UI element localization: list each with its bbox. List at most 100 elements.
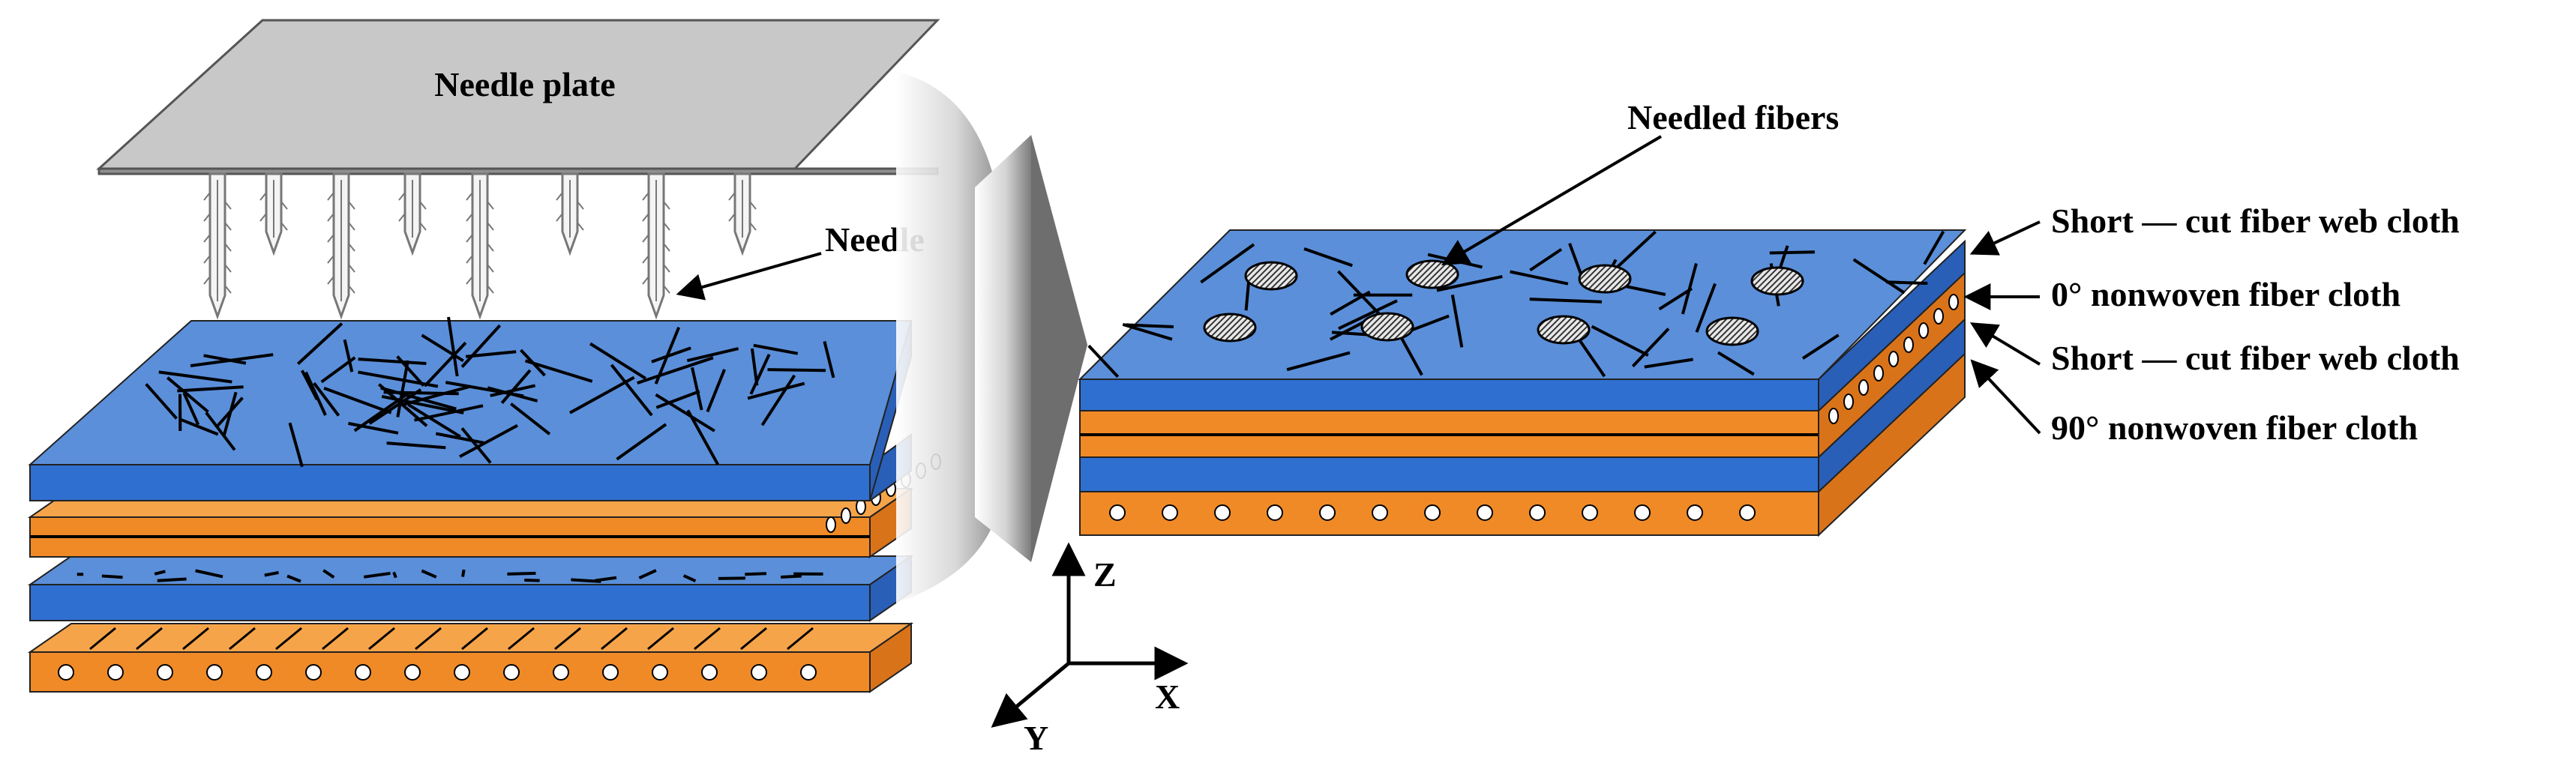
layer-label-3: Short — cut fiber web cloth bbox=[2051, 339, 2460, 377]
needle-icon bbox=[642, 172, 670, 320]
short-fiber bbox=[1695, 283, 1717, 333]
fiber-tow-line bbox=[415, 627, 442, 651]
short-fiber bbox=[638, 569, 657, 579]
short-fiber bbox=[655, 390, 700, 409]
needle-icon bbox=[466, 172, 494, 320]
short-fiber bbox=[823, 341, 835, 379]
fiber-tow-end bbox=[1529, 504, 1546, 521]
fiber-tow-end bbox=[1109, 504, 1126, 521]
fiber-tow-line bbox=[787, 627, 814, 651]
short-fiber bbox=[1087, 344, 1120, 379]
short-fiber bbox=[435, 432, 484, 444]
short-fiber bbox=[1717, 351, 1755, 376]
short-fiber bbox=[1436, 274, 1503, 292]
short-fiber bbox=[205, 411, 236, 451]
short-fiber bbox=[718, 576, 745, 580]
short-fiber bbox=[1923, 230, 1945, 265]
fiber-tow-lines bbox=[89, 627, 814, 651]
needle-array bbox=[203, 172, 757, 320]
needled-fiber-dot-icon bbox=[1244, 261, 1298, 291]
fiber-tow-end bbox=[1873, 365, 1884, 382]
short-fiber bbox=[158, 370, 232, 384]
fiber-tow-line bbox=[182, 627, 209, 651]
needle-icon bbox=[259, 172, 288, 256]
short-fiber bbox=[447, 316, 459, 377]
short-fiber bbox=[381, 394, 464, 414]
fiber-tow-end bbox=[206, 664, 223, 681]
short-fiber bbox=[781, 574, 802, 579]
short-fiber bbox=[154, 570, 166, 576]
axis-z-label: Z bbox=[1093, 555, 1117, 594]
short-fiber bbox=[358, 358, 427, 365]
short-fiber bbox=[459, 423, 518, 459]
process-arrow-icon bbox=[896, 71, 1087, 603]
fiber-tow-line bbox=[89, 627, 116, 651]
fiber-tow-end bbox=[1903, 337, 1914, 353]
needled-fibers-label: Needled fibers bbox=[1627, 98, 1839, 136]
layer-label-1: Short — cut fiber web cloth bbox=[2051, 202, 2460, 240]
fiber-tow-end bbox=[1372, 504, 1388, 521]
fiber-tow-end bbox=[107, 664, 124, 681]
short-fiber bbox=[1769, 250, 1815, 255]
short-fiber bbox=[380, 386, 457, 411]
fiber-tow-end bbox=[826, 516, 836, 533]
layer-pointer-1 bbox=[1969, 220, 2041, 256]
needled-fibers-pointer bbox=[1441, 135, 1663, 265]
short-fiber bbox=[286, 574, 301, 583]
right-layer-short-fiber-lower bbox=[1079, 317, 1966, 494]
fiber-tow-end bbox=[1933, 308, 1944, 325]
fiber-tow-end bbox=[1858, 379, 1869, 396]
short-fiber bbox=[569, 376, 635, 414]
short-fiber bbox=[682, 574, 697, 583]
fiber-tow-end bbox=[1214, 504, 1231, 521]
needled-fiber-dot-icon bbox=[1405, 259, 1459, 289]
fiber-tow-end bbox=[1477, 504, 1493, 521]
short-fiber bbox=[214, 396, 244, 429]
fiber-tow-line bbox=[740, 627, 767, 651]
fiber-tow-end bbox=[841, 507, 851, 524]
fiber-tow-end bbox=[751, 664, 767, 681]
short-fiber bbox=[296, 322, 343, 365]
right-layer-0deg bbox=[1079, 271, 1966, 459]
fiber-tow-line bbox=[601, 627, 628, 651]
short-fiber bbox=[195, 569, 223, 579]
short-fiber bbox=[651, 346, 691, 364]
fiber-tow-ends bbox=[1109, 504, 1756, 521]
fiber-tow-end bbox=[355, 664, 371, 681]
fiber-tow-line bbox=[554, 627, 581, 651]
short-fiber bbox=[423, 341, 467, 387]
short-fiber bbox=[392, 571, 397, 579]
right-assembly: Needled fibers Short — cut fiber web clo… bbox=[1078, 98, 2460, 537]
short-fiber bbox=[157, 577, 187, 582]
short-fiber bbox=[1200, 243, 1255, 284]
left-layer-short-fiber-lower bbox=[27, 555, 914, 622]
needle-icon bbox=[728, 172, 757, 256]
short-fiber bbox=[490, 384, 536, 397]
short-fiber bbox=[1886, 280, 1928, 285]
short-fiber bbox=[323, 387, 392, 414]
short-fiber bbox=[407, 402, 461, 438]
short-fiber bbox=[760, 374, 796, 426]
fiber-tow-end bbox=[1828, 408, 1839, 424]
fiber-tow-line bbox=[694, 627, 721, 651]
layer-label-2: 0° nonwoven fiber cloth bbox=[2051, 275, 2401, 313]
short-fiber bbox=[182, 392, 200, 426]
needle-icon bbox=[327, 172, 355, 320]
short-fiber bbox=[753, 343, 799, 355]
short-fiber bbox=[1631, 328, 1670, 368]
short-fiber bbox=[421, 569, 437, 579]
short-fiber bbox=[610, 364, 653, 417]
needled-fiber-dot-icon bbox=[1537, 315, 1591, 345]
short-fiber bbox=[1658, 287, 1693, 311]
short-fiber bbox=[524, 359, 593, 383]
needle-icon bbox=[203, 172, 232, 320]
short-fiber bbox=[500, 369, 532, 405]
short-fiber bbox=[1122, 322, 1173, 341]
short-fiber bbox=[1409, 314, 1450, 333]
fiber-tow-ends bbox=[58, 664, 817, 681]
fiber-tow-end bbox=[1424, 504, 1441, 521]
short-fiber bbox=[101, 574, 123, 579]
fiber-tow-line bbox=[368, 627, 395, 651]
short-fiber bbox=[348, 421, 399, 435]
layer-label-4: 90° nonwoven fiber cloth bbox=[2051, 408, 2418, 447]
